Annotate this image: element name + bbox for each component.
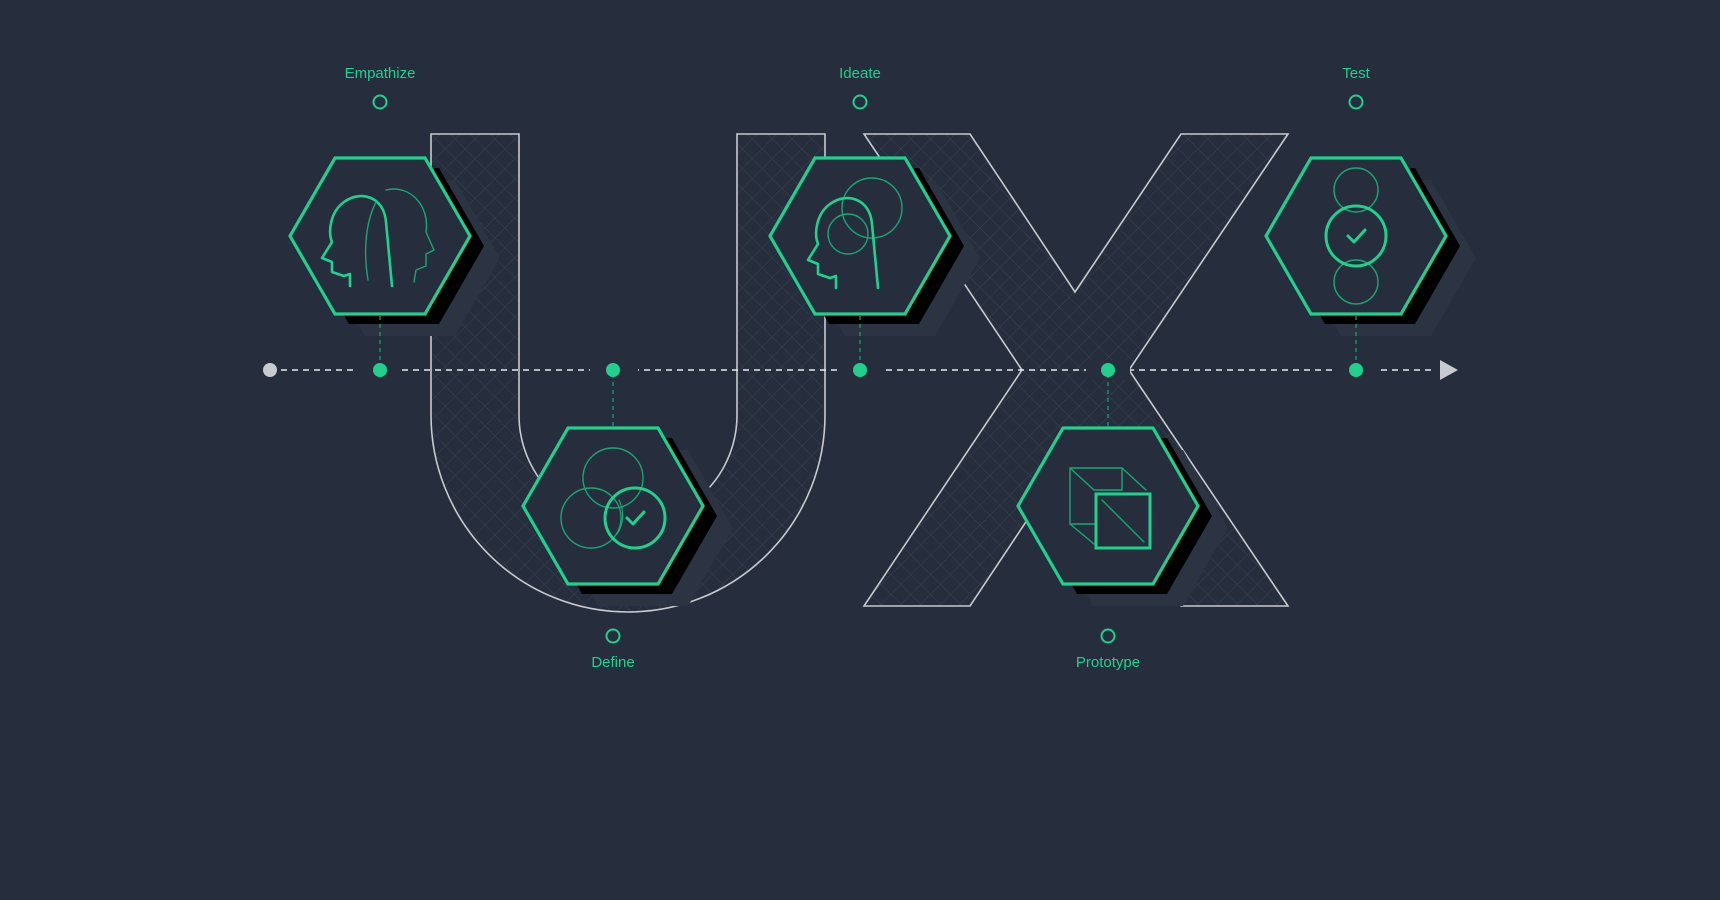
stages-layer — [288, 94, 1476, 644]
stage-empathize — [288, 94, 500, 377]
stage-label-prototype: Prototype — [1075, 654, 1141, 671]
stage-ideate — [768, 94, 980, 377]
stage-label-ideate: Ideate — [839, 65, 881, 82]
stage-label-test: Test — [1342, 65, 1370, 82]
stage-define — [521, 363, 733, 644]
timeline-node — [853, 363, 867, 377]
timeline-node — [606, 363, 620, 377]
stage-hexagon — [1264, 156, 1448, 316]
stage-hexagon — [288, 156, 472, 316]
timeline-node — [1349, 363, 1363, 377]
head-with-ideas-icon — [806, 177, 903, 290]
stage-hexagon — [521, 426, 705, 586]
stage-marker — [1348, 94, 1364, 110]
stage-prototype — [1016, 363, 1228, 644]
stacked-circles-check-icon — [1324, 167, 1388, 305]
stage-label-define: Define — [591, 654, 635, 671]
stage-label-empathize: Empathize — [344, 65, 416, 82]
stage-marker — [372, 94, 388, 110]
timeline-node — [1101, 363, 1115, 377]
overlapping-circles-check-icon — [560, 447, 667, 550]
stage-test — [1264, 94, 1476, 377]
timeline-node — [373, 363, 387, 377]
timeline-arrowhead-icon — [1440, 360, 1458, 380]
timeline-start-dot — [263, 363, 277, 377]
stage-marker — [852, 94, 868, 110]
stage-marker — [1100, 628, 1116, 644]
wireframe-cube-icon — [1069, 467, 1152, 550]
stage-marker — [605, 628, 621, 644]
two-heads-icon — [320, 188, 435, 288]
